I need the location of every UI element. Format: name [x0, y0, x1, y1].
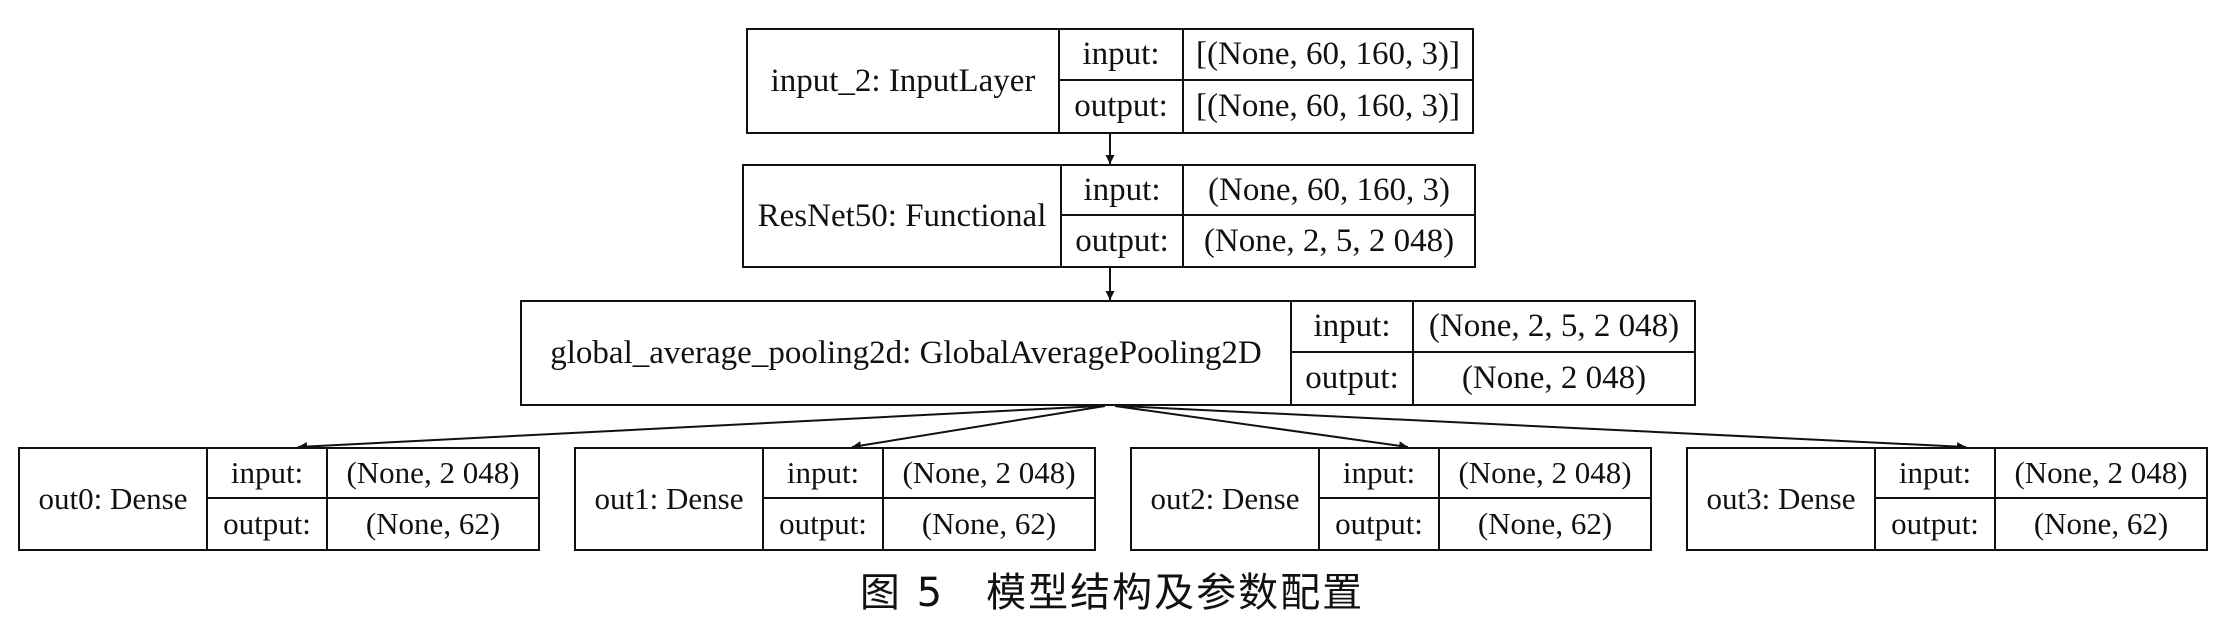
- output-value: (None, 62): [365, 506, 501, 541]
- node-out3: out3: Dense input: output: (None, 2 048)…: [1686, 447, 2208, 551]
- output-value: [(None, 60, 160, 3)]: [1196, 88, 1460, 124]
- output-label: output:: [1335, 506, 1423, 541]
- node-name: input_2: InputLayer: [748, 30, 1060, 132]
- input-value: (None, 2 048): [328, 449, 538, 499]
- output-value: (None, 62): [921, 506, 1057, 541]
- edge-gap-out2: [1114, 405, 1409, 451]
- input-label: input:: [1060, 30, 1182, 81]
- input-value: (None, 2 048): [884, 449, 1094, 499]
- node-input-layer: input_2: InputLayer input: output: [(Non…: [746, 28, 1474, 134]
- input-label: input:: [1320, 449, 1438, 499]
- output-label: output:: [1074, 88, 1168, 124]
- output-value: (None, 62): [2033, 506, 2169, 541]
- figure-caption: 图 5 模型结构及参数配置: [859, 570, 1365, 616]
- node-name: ResNet50: Functional: [744, 166, 1062, 266]
- node-global-average-pooling: global_average_pooling2d: GlobalAverageP…: [520, 300, 1696, 406]
- node-resnet50: ResNet50: Functional input: output: (Non…: [742, 164, 1476, 268]
- input-value: (None, 60, 160, 3): [1184, 166, 1474, 216]
- input-value: (None, 2 048): [1440, 449, 1650, 499]
- output-label: output:: [1075, 222, 1169, 259]
- edge-gap-out3: [1119, 405, 1967, 452]
- edge-gap-out0: [297, 405, 1101, 452]
- input-value: (None, 2, 5, 2 048): [1414, 302, 1694, 353]
- node-out2: out2: Dense input: output: (None, 2 048)…: [1130, 447, 1652, 551]
- output-value: (None, 2 048): [1461, 360, 1647, 396]
- node-out0: out0: Dense input: output: (None, 2 048)…: [18, 447, 540, 551]
- input-label: input:: [1876, 449, 1994, 499]
- output-value: (None, 62): [1477, 506, 1613, 541]
- node-name: out1: Dense: [576, 449, 764, 549]
- output-value: (None, 2, 5, 2 048): [1203, 222, 1455, 259]
- output-label: output:: [223, 506, 311, 541]
- input-label: input:: [208, 449, 326, 499]
- edge-gap-out1: [851, 405, 1106, 451]
- node-name: global_average_pooling2d: GlobalAverageP…: [522, 302, 1292, 404]
- input-value: (None, 2 048): [1996, 449, 2206, 499]
- node-name: out2: Dense: [1132, 449, 1320, 549]
- output-label: output:: [1891, 506, 1979, 541]
- node-out1: out1: Dense input: output: (None, 2 048)…: [574, 447, 1096, 551]
- input-label: input:: [1292, 302, 1412, 353]
- input-label: input:: [764, 449, 882, 499]
- output-label: output:: [779, 506, 867, 541]
- node-name: out0: Dense: [20, 449, 208, 549]
- node-name: out3: Dense: [1688, 449, 1876, 549]
- input-label: input:: [1062, 166, 1182, 216]
- input-value: [(None, 60, 160, 3)]: [1184, 30, 1472, 81]
- output-label: output:: [1305, 360, 1399, 396]
